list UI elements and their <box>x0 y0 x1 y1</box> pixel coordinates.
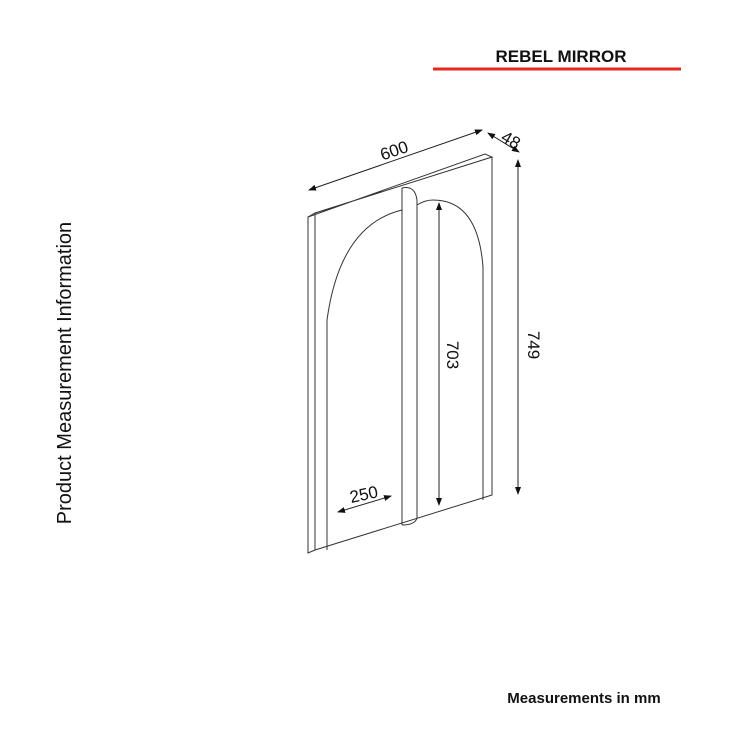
dimension-width: 600 <box>308 129 483 191</box>
dimension-mirror-height: 703 <box>436 202 462 506</box>
mirror-outline <box>307 153 494 554</box>
dimension-height: 749 <box>515 159 543 495</box>
units-note: Measurements in mm <box>507 690 660 707</box>
dimension-depth: 48 <box>487 127 524 153</box>
dimension-height-label: 749 <box>524 331 543 359</box>
dimension-mirror-height-label: 703 <box>443 341 462 369</box>
dimension-width-label: 600 <box>378 137 411 164</box>
dimension-mirror-width-label: 250 <box>348 482 380 506</box>
dimension-depth-label: 48 <box>498 127 524 153</box>
dimension-mirror-width: 250 <box>337 482 392 513</box>
product-title: REBEL MIRROR <box>496 47 627 66</box>
side-label: Product Measurement Information <box>54 222 76 524</box>
